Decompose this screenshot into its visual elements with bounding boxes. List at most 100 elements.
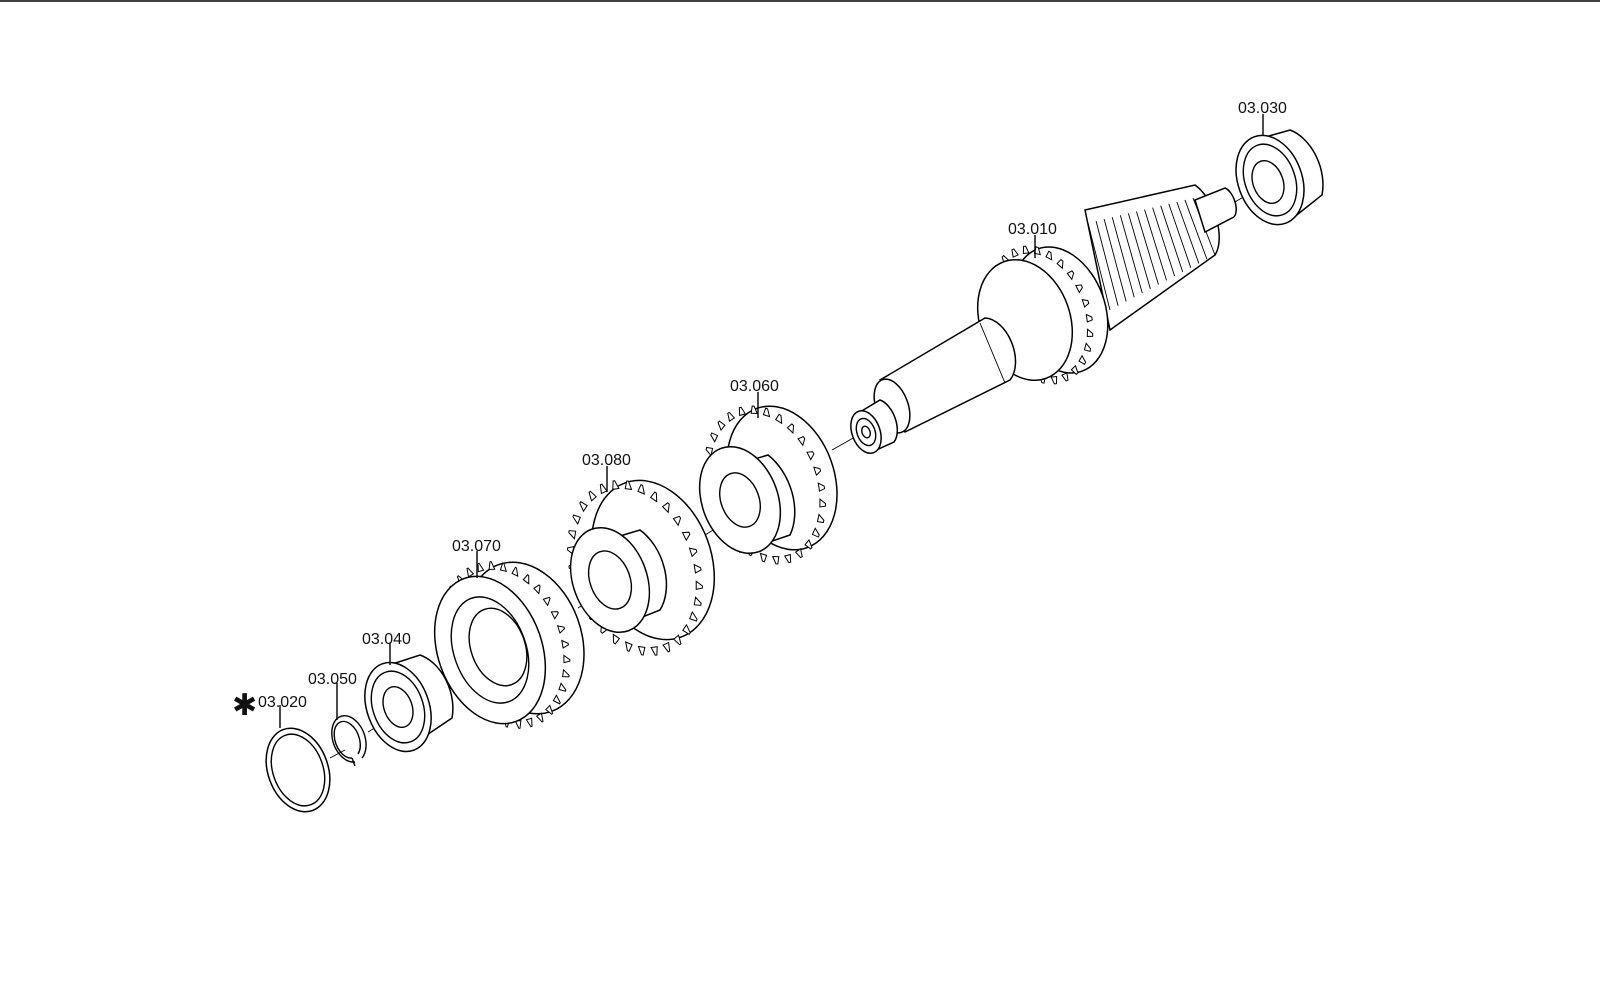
gear-tooth <box>1056 258 1064 270</box>
gear-tooth <box>552 694 561 705</box>
gear-tooth <box>786 423 795 435</box>
gear-tooth <box>1078 354 1087 365</box>
gear-tooth <box>689 610 698 622</box>
gear-tooth <box>499 562 508 573</box>
spline-groove <box>1160 205 1184 273</box>
gear-tooth <box>819 498 827 508</box>
gear-tooth <box>525 717 533 728</box>
gear-tooth <box>572 514 581 526</box>
gear-tooth <box>1061 372 1069 382</box>
gear-tooth <box>466 567 475 578</box>
gear-tooth <box>563 654 571 664</box>
gear-tooth <box>612 480 620 490</box>
gear-tooth <box>794 548 803 559</box>
spline-groove <box>1127 213 1151 289</box>
spline-groove <box>1144 209 1167 281</box>
part-03030-bearing[interactable] <box>1224 126 1324 234</box>
gear-tooth <box>1011 248 1019 258</box>
gear-tooth <box>1086 328 1094 338</box>
gear-tooth <box>662 641 671 653</box>
spline-groove <box>1095 220 1119 306</box>
gear-tooth <box>561 639 569 649</box>
gear-tooth <box>650 646 658 656</box>
gear-tooth <box>710 432 719 443</box>
gear-tooth <box>762 407 771 418</box>
label-03010[interactable]: 03.010 <box>1008 221 1057 238</box>
gear-tooth <box>806 451 815 461</box>
gear-tooth <box>562 668 570 678</box>
gear-tooth <box>612 633 621 645</box>
part-03040-bearing[interactable] <box>353 653 454 761</box>
part-03070-gear[interactable] <box>415 546 604 740</box>
gear-tooth <box>545 704 554 715</box>
gear-tooth <box>579 500 588 513</box>
part-03010-shaft[interactable] <box>845 184 1237 457</box>
gear-tooth <box>717 420 726 432</box>
gear-tooth <box>705 446 714 457</box>
spline-groove <box>1119 215 1143 294</box>
gear-tooth <box>682 623 691 636</box>
gear-tooth <box>511 566 519 578</box>
gear-tooth <box>624 641 633 652</box>
gear-tooth <box>672 515 682 527</box>
gear-tooth <box>738 406 747 417</box>
spline-groove <box>1111 217 1135 298</box>
spline-groove <box>1168 203 1192 268</box>
gear-tooth <box>1075 284 1084 294</box>
gear-tooth <box>1081 298 1090 308</box>
gear-tooth <box>1085 313 1093 323</box>
gear-tooth <box>771 555 780 565</box>
gear-tooth <box>488 561 496 570</box>
gear-tooth <box>1070 364 1079 376</box>
gear-tooth <box>637 645 646 656</box>
label-03050[interactable]: 03.050 <box>308 671 357 688</box>
gear-tooth <box>673 634 682 646</box>
leader-lines <box>279 114 1264 728</box>
gear-tooth <box>817 482 826 492</box>
gear-tooth <box>681 531 691 542</box>
part-03080-gear[interactable] <box>557 463 736 657</box>
gear-tooth <box>804 538 813 550</box>
gear-tooth <box>693 563 702 574</box>
gear-tooth <box>688 547 698 558</box>
label-03020[interactable]: 03.020 <box>258 694 307 711</box>
gear-tooth <box>693 596 702 606</box>
gear-tooth <box>477 562 485 573</box>
gear-tooth <box>1083 342 1092 352</box>
spline-groove <box>1136 211 1159 285</box>
spline-groove <box>1152 207 1176 277</box>
gear-tooth <box>637 484 646 495</box>
gear-tooth <box>624 480 633 491</box>
gear-tooth <box>813 466 822 477</box>
gear-tooth <box>811 527 820 538</box>
gear-tooth <box>774 413 783 425</box>
label-03030[interactable]: 03.030 <box>1238 100 1287 117</box>
gear-tooth <box>1022 245 1030 254</box>
part-03060-gear[interactable] <box>685 391 856 566</box>
gear-tooth <box>1045 250 1053 261</box>
gear-tooth <box>522 574 530 585</box>
asterisk-marker: ✱ <box>232 688 257 723</box>
gear-tooth <box>649 491 658 503</box>
gear-tooth <box>599 483 608 495</box>
label-03060[interactable]: 03.060 <box>730 378 779 395</box>
spline-groove <box>1103 219 1127 302</box>
label-03070[interactable]: 03.070 <box>452 538 501 555</box>
gear-tooth <box>727 411 736 422</box>
gear-tooth <box>542 596 551 607</box>
gear-tooth <box>783 553 792 564</box>
gear-tooth <box>1050 376 1058 385</box>
gear-tooth <box>695 580 703 590</box>
spline-groove <box>1087 222 1111 311</box>
gear-tooth <box>661 502 670 514</box>
part-03020-ring[interactable] <box>255 719 341 820</box>
label-03040[interactable]: 03.040 <box>362 631 411 648</box>
gear-tooth <box>750 405 759 415</box>
part-03050-circlip[interactable] <box>331 715 367 767</box>
gear-tooth <box>816 513 825 524</box>
gear-tooth <box>550 611 559 620</box>
gear-tooth <box>535 712 544 723</box>
gear-tooth <box>1066 270 1075 281</box>
label-03080[interactable]: 03.080 <box>582 452 631 469</box>
